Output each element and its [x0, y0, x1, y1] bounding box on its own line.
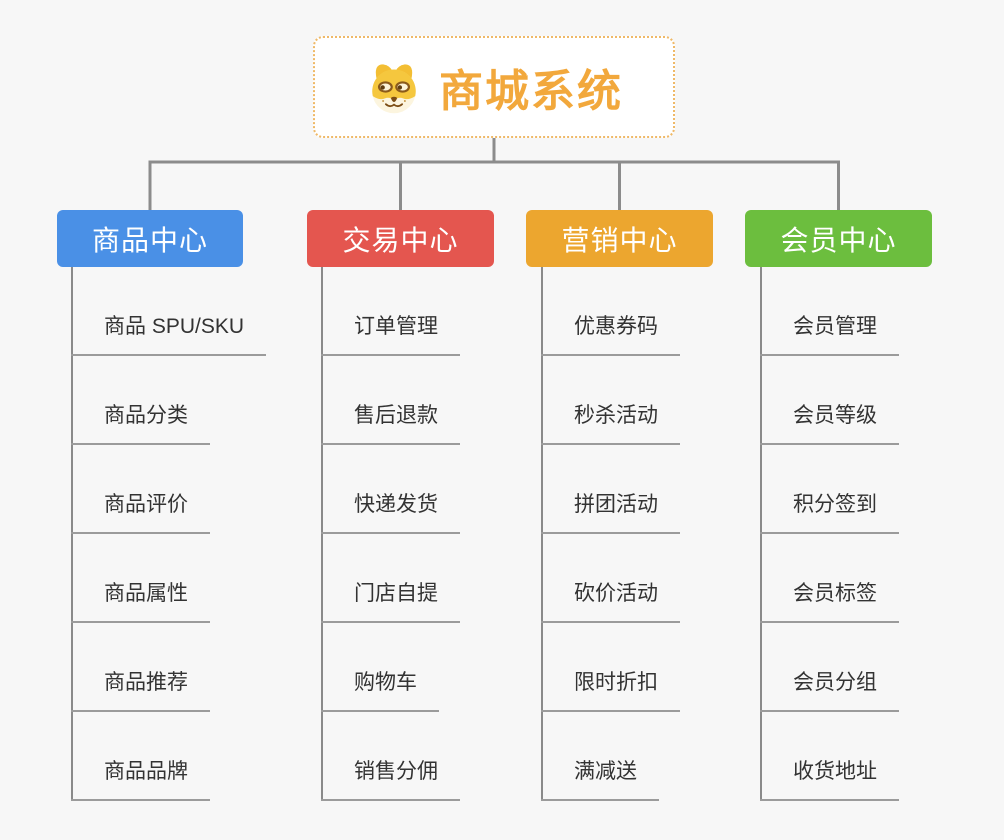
leaf-node[interactable]: 满减送	[541, 759, 659, 801]
leaf-node[interactable]: 会员分组	[760, 670, 899, 712]
leaf-node[interactable]: 商品属性	[71, 581, 210, 623]
leaf-node[interactable]: 会员标签	[760, 581, 899, 623]
branch-label: 会员中心	[780, 224, 897, 256]
leaf-node[interactable]: 销售分佣	[321, 759, 460, 801]
leaf-node[interactable]: 商品 SPU/SKU	[71, 314, 267, 356]
branch-label: 商品中心	[91, 224, 208, 256]
leaf-node[interactable]: 拼团活动	[541, 492, 680, 534]
leaf-node[interactable]: 购物车	[321, 670, 439, 712]
leaf-node[interactable]: 收货地址	[760, 759, 899, 801]
branch-label: 营销中心	[561, 224, 678, 256]
branch-node-trade-center[interactable]: 交易中心	[307, 210, 494, 267]
leaf-node[interactable]: 优惠券码	[541, 314, 680, 356]
leaf-node[interactable]: 秒杀活动	[541, 403, 680, 445]
root-node-mall-system[interactable]: 商城系统	[313, 36, 675, 138]
branch-label: 交易中心	[342, 224, 459, 256]
leaf-node[interactable]: 订单管理	[321, 314, 460, 356]
branch-node-marketing-center[interactable]: 营销中心	[526, 210, 713, 267]
dog-face-icon	[372, 64, 416, 114]
leaf-node[interactable]: 积分签到	[760, 492, 899, 534]
leaf-node[interactable]: 商品评价	[71, 492, 210, 534]
leaf-node[interactable]: 会员管理	[760, 314, 899, 356]
leaf-node[interactable]: 砍价活动	[541, 581, 680, 623]
leaf-node[interactable]: 售后退款	[321, 403, 460, 445]
leaf-node[interactable]: 商品分类	[71, 403, 210, 445]
leaf-node[interactable]: 商品品牌	[71, 759, 210, 801]
leaf-node[interactable]: 快递发货	[321, 492, 460, 534]
leaf-node[interactable]: 限时折扣	[541, 670, 680, 712]
branch-node-member-center[interactable]: 会员中心	[745, 210, 932, 267]
branch-node-product-center[interactable]: 商品中心	[57, 210, 243, 267]
root-node-label: 商城系统	[439, 67, 623, 116]
leaf-node[interactable]: 商品推荐	[71, 670, 210, 712]
leaf-node[interactable]: 门店自提	[321, 581, 460, 623]
leaf-node[interactable]: 会员等级	[760, 403, 899, 445]
